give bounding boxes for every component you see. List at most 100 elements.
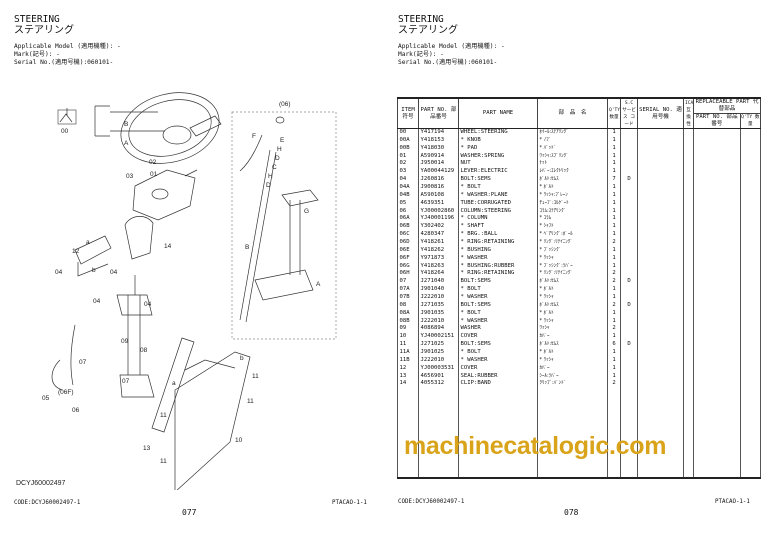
col-sc: S.C サービス コード: [620, 97, 638, 129]
cell-name: * WASHER: [458, 317, 538, 326]
cell-item: 00A: [397, 136, 419, 145]
cell-sc: [620, 136, 638, 145]
cell-serial: [637, 270, 684, 279]
callout-B: B: [124, 121, 128, 128]
cell-qty: 2: [607, 238, 621, 247]
cell-sc: D: [620, 278, 638, 287]
cell-serial: [637, 144, 684, 153]
blank-cell: [537, 388, 608, 480]
title-jp: ステアリング: [398, 25, 458, 36]
cell-ica: [683, 262, 694, 271]
cell-item: 08B: [397, 317, 419, 326]
cell-item: 09: [397, 325, 419, 334]
cell-repl-part-no: [693, 231, 741, 239]
cell-name-jp: ﾎﾞﾙﾄ:ｾﾑｽ: [537, 341, 608, 349]
cell-item: 06B: [397, 223, 419, 232]
callout-G: G: [304, 208, 309, 215]
electric-lever: [132, 169, 198, 221]
cell-serial: [637, 325, 684, 334]
callout-E: E: [280, 137, 285, 144]
cell-name-jp: ﾚﾊﾞｰ:ｴﾚｸﾄﾘｯｸ: [537, 168, 608, 177]
callout-circle-b: b: [240, 355, 244, 362]
cell-name-jp: * ﾌﾞｯｼﾝｸﾞ: [537, 246, 608, 255]
cell-repl-qty: [739, 278, 762, 287]
table-header: ITEM 符号 PART NO. 部品番号 PART NAME 部 品 名 Q'…: [397, 97, 762, 129]
cell-ica: [683, 144, 694, 153]
exploded-parts-diagram: 00 B A 02 01 03 14 12 04 04 04 04 09 08 …: [16, 92, 337, 490]
cell-part-no: 4280347: [418, 231, 459, 239]
blank-cell: [458, 388, 538, 480]
cell-sc: [620, 199, 638, 208]
cell-name: * KNOB: [458, 136, 538, 145]
cell-name: * RING:RETAINING: [458, 238, 538, 247]
cell-ica: [683, 168, 694, 177]
cell-repl-part-no: [693, 270, 741, 279]
callout-D: D: [275, 155, 280, 162]
cell-qty: 1: [607, 309, 621, 318]
cell-qty: 1: [607, 183, 621, 192]
cell-name: TUBE:CORRUGATED: [458, 199, 538, 208]
col-repl-qty: Q'TY 数量: [741, 115, 760, 127]
cell-name: * BOLT: [458, 309, 538, 318]
cell-name: * WASHER:PLANE: [458, 191, 538, 200]
cell-repl-part-no: [693, 128, 741, 137]
cell-name-jp: ｺﾗﾑ:ｽﾃｱﾘﾝｸﾞ: [537, 207, 608, 216]
cell-qty: 1: [607, 128, 621, 137]
cell-repl-part-no: [693, 246, 741, 255]
cell-qty: 1: [607, 223, 621, 232]
cell-item: 06C: [397, 231, 419, 239]
cell-qty: 1: [607, 349, 621, 357]
cell-item: 06E: [397, 246, 419, 255]
cell-repl-part-no: [693, 364, 741, 373]
cell-qty: 1: [607, 144, 621, 153]
cell-part-no: YJ00003531: [418, 364, 459, 373]
cell-item: 12: [397, 364, 419, 373]
cell-qty: 1: [607, 231, 621, 239]
cell-serial: [637, 333, 684, 342]
cell-serial: [637, 183, 684, 192]
diagram-code: DCYJ60002497: [16, 480, 66, 487]
cell-qty: 1: [607, 293, 621, 302]
cell-repl-qty: [739, 191, 762, 200]
callout-05: 05: [42, 395, 50, 402]
cell-part-no: J271035: [418, 301, 459, 310]
right-page: STEERING ステアリング Applicable Model (適用機種):…: [384, 0, 768, 543]
cell-name-jp: ﾎﾞﾙﾄ:ｾﾑｽ: [537, 176, 608, 184]
cell-serial: [637, 191, 684, 200]
cell-sc: [620, 364, 638, 373]
cell-item: 06G: [397, 262, 419, 271]
cell-item: 14: [397, 380, 419, 389]
cell-part-no: Y418262: [418, 246, 459, 255]
cover-12: [74, 235, 112, 277]
callout-11: 11: [247, 398, 254, 405]
callout-11: 11: [252, 373, 259, 380]
cell-serial: [637, 364, 684, 373]
cell-serial: [637, 160, 684, 169]
cell-name: LEVER:ELECTRIC: [458, 168, 538, 177]
serial: Serial No.(適用号機):060101-: [14, 59, 114, 66]
cell-part-no: Y418030: [418, 144, 459, 153]
applicable-model: Applicable Model (適用機種): -: [398, 43, 505, 50]
cell-item: 03: [397, 168, 419, 177]
cell-qty: 1: [607, 136, 621, 145]
cell-name-jp: * ﾜｯｼｬ: [537, 293, 608, 302]
cell-item: 06D: [397, 238, 419, 247]
cell-repl-part-no: [693, 293, 741, 302]
cell-name: CLIP:BAND: [458, 380, 538, 389]
cell-name: NUT: [458, 160, 538, 169]
cell-item: 04A: [397, 183, 419, 192]
serial: Serial No.(適用号機):060101-: [398, 59, 498, 66]
cell-repl-qty: [739, 293, 762, 302]
cell-name-jp: * ﾎﾞﾙﾄ: [537, 349, 608, 357]
cell-name: * BOLT: [458, 183, 538, 192]
